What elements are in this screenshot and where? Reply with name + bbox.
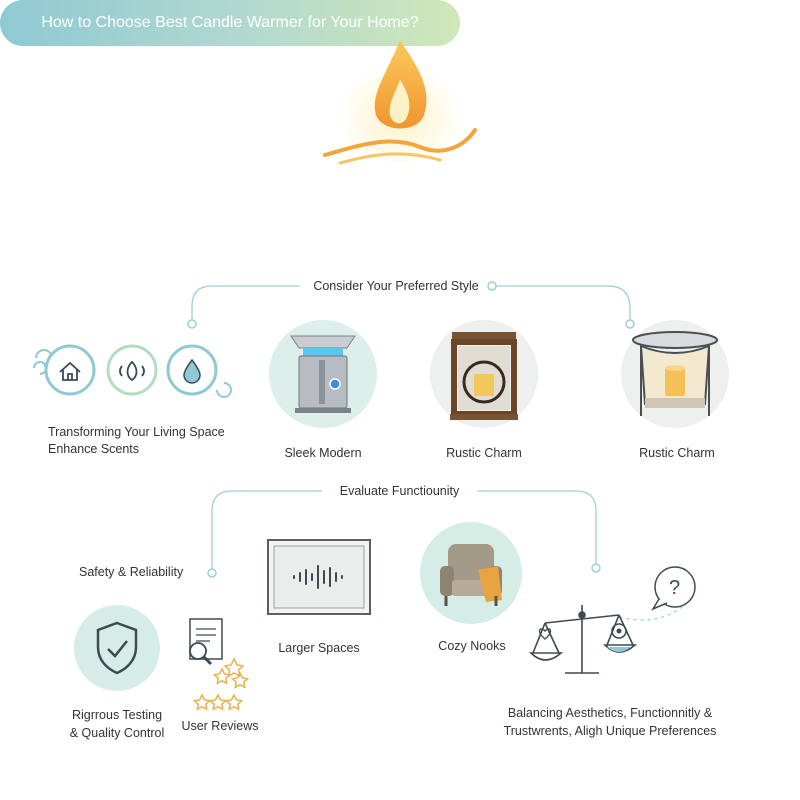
left-caption: Transforming Your Living Space Enhance S… bbox=[48, 424, 225, 458]
balance-caption: Balancing Aesthetics, Functionnitly & Tr… bbox=[490, 704, 730, 740]
lantern-warmer-icon bbox=[450, 332, 518, 420]
balance-caption-line1: Balancing Aesthetics, Functionnitly & bbox=[507, 706, 713, 720]
rustic-charm-label-1: Rustic Charm bbox=[446, 446, 522, 460]
sleek-modern-label: Sleek Modern bbox=[284, 446, 362, 460]
armchair-icon bbox=[440, 544, 502, 606]
house-icon bbox=[59, 361, 81, 381]
review-stars bbox=[192, 657, 250, 711]
sound-wave-icon bbox=[267, 539, 371, 615]
scent-icon bbox=[119, 360, 145, 382]
testing-card bbox=[74, 605, 160, 691]
cozy-nooks-label: Cozy Nooks bbox=[438, 639, 506, 653]
testing-label: Rigrrous Testing & Quality Control bbox=[47, 706, 187, 742]
question-bubble-icon bbox=[654, 566, 696, 608]
rustic-lantern-card bbox=[430, 320, 538, 428]
title-banner: How to Choose Best Candle Warmer for You… bbox=[0, 0, 460, 46]
heart-icon bbox=[538, 628, 552, 640]
electric-warmer-icon bbox=[290, 335, 356, 413]
balance-scale-icon: ? bbox=[529, 566, 696, 674]
shield-check-icon bbox=[96, 621, 138, 675]
home-scent-icons bbox=[33, 344, 232, 398]
glass-warmer-icon bbox=[632, 331, 718, 416]
larger-spaces-label: Larger Spaces bbox=[278, 641, 360, 655]
droplet-icon bbox=[183, 358, 201, 384]
safety-heading: Safety & Reliability bbox=[79, 565, 184, 579]
page-title: How to Choose Best Candle Warmer for You… bbox=[41, 14, 419, 31]
left-caption-line2: Enhance Scents bbox=[48, 442, 140, 456]
user-reviews-label: User Reviews bbox=[181, 719, 259, 733]
section1-heading: Consider Your Preferred Style bbox=[313, 279, 479, 293]
document-stars-icon bbox=[189, 618, 250, 711]
flame-logo bbox=[323, 40, 477, 165]
svg-text:?: ? bbox=[669, 577, 680, 599]
balance-caption-line2: Trustwrents, Aligh Unique Preferences bbox=[503, 724, 717, 738]
testing-label-line1: Rigrrous Testing bbox=[71, 708, 163, 722]
sleek-modern-card bbox=[269, 320, 377, 428]
gear-icon bbox=[611, 623, 627, 639]
testing-label-line2: & Quality Control bbox=[69, 726, 165, 740]
rustic-charm-label-2: Rustic Charm bbox=[639, 446, 715, 460]
cozy-nooks-card bbox=[420, 522, 522, 624]
glass-warmer-card bbox=[621, 320, 729, 428]
left-caption-line1: Transforming Your Living Space bbox=[48, 425, 225, 439]
section2-heading: Evaluate Functiounity bbox=[339, 484, 460, 498]
